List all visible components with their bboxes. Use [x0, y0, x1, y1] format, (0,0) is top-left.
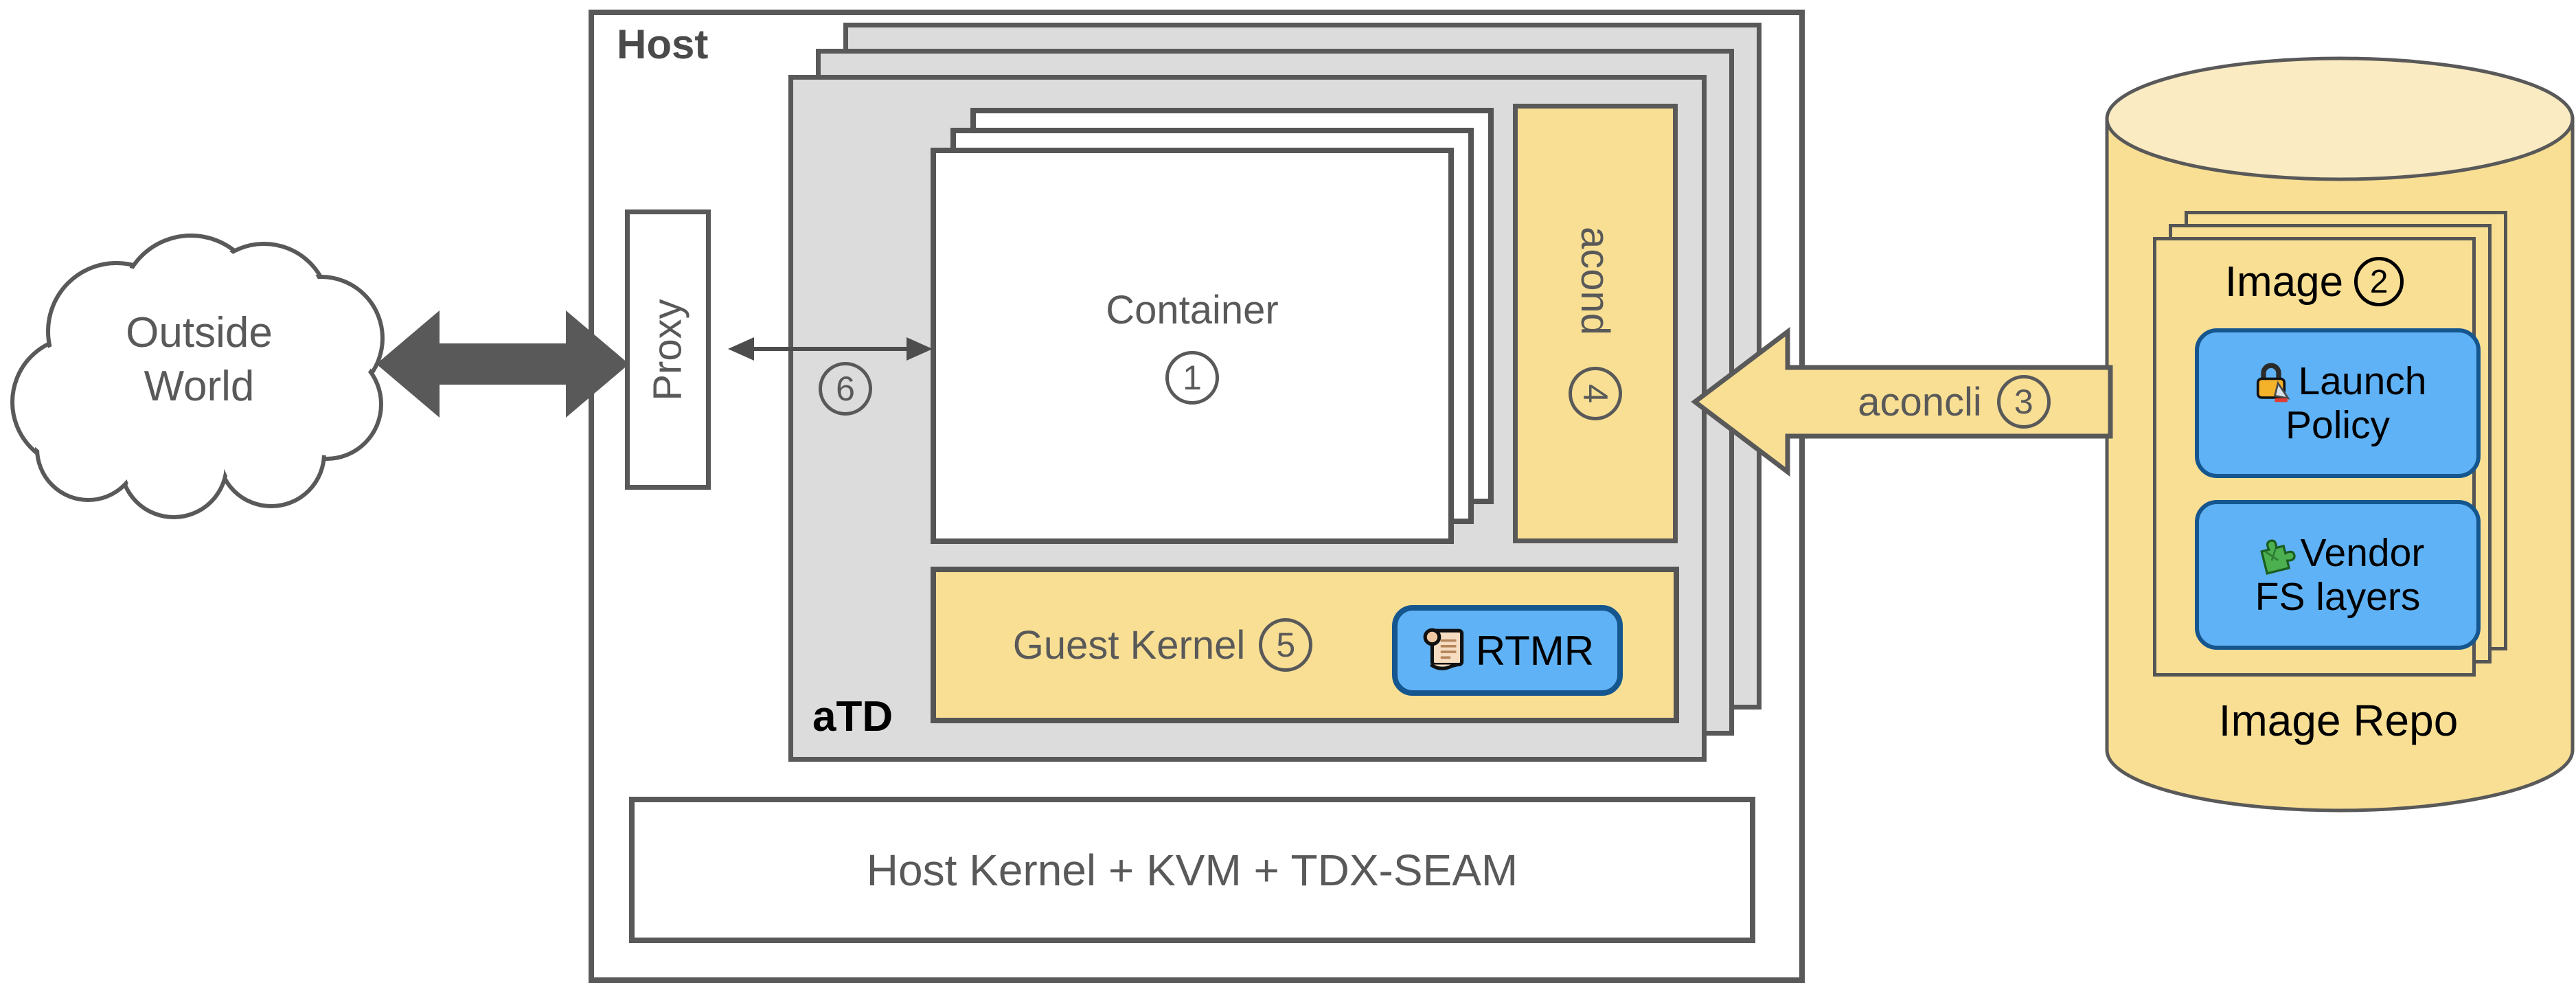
launch-policy-line2: Policy: [2285, 403, 2391, 448]
step-1-circle: 1: [1165, 351, 1219, 405]
launch-policy-chip: Launch Policy: [2195, 328, 2481, 478]
arrow-left-head: [728, 337, 754, 361]
arrow-left-head: [376, 310, 440, 418]
outside-world-line1: Outside: [126, 309, 273, 356]
container-label: Container: [1106, 288, 1279, 332]
aconcli-arrow-shape: [1691, 326, 2113, 477]
cloud-mask: [58, 308, 340, 466]
outside-world-cloud: Outside World: [10, 232, 388, 529]
launch-policy-row1: Launch: [2248, 359, 2427, 405]
aconcli-arrow: aconcli 3: [1688, 325, 2117, 479]
step-4-number: 4: [1576, 384, 1615, 403]
lock-with-pen-icon: [2257, 363, 2291, 402]
step-3-circle: 3: [1996, 375, 2051, 429]
arrow-right-head: [907, 337, 933, 361]
rtmr-chip: RTMR: [1392, 605, 1623, 696]
vendor-fs-chip: Vendor FS layers: [2195, 500, 2481, 650]
aconcli-label: aconcli: [1858, 379, 1982, 424]
guest-kernel-label: Guest Kernel: [1012, 622, 1246, 668]
outside-world-label: Outside World: [10, 306, 388, 413]
step-2-circle: 2: [2354, 257, 2404, 306]
host-label: Host: [617, 21, 709, 67]
step-5-circle: 5: [1259, 618, 1313, 672]
host-kernel-label: Host Kernel + KVM + TDX-SEAM: [866, 845, 1518, 895]
vendor-fs-line1: Vendor: [2300, 531, 2425, 576]
proxy-box: Proxy: [625, 209, 711, 490]
proxy-container-arrow: [728, 334, 933, 364]
step-4-circle: 4: [1569, 367, 1622, 421]
arrow-right-head: [566, 310, 629, 418]
outside-world-line2: World: [144, 362, 255, 410]
aconcli-label-row: aconcli 3: [1801, 369, 2107, 435]
step-2-number: 2: [2369, 263, 2389, 300]
acond-box: acond 4: [1513, 104, 1678, 543]
vendor-fs-row1: Vendor: [2251, 531, 2425, 576]
step-6-number: 6: [836, 370, 855, 408]
container-box: Container 1: [931, 148, 1454, 544]
proxy-label: Proxy: [646, 298, 691, 401]
guest-kernel-label-row: Guest Kernel 5: [936, 572, 1389, 718]
image-card-title-row: Image 2: [2156, 257, 2472, 306]
image-repo-label: Image Repo: [2218, 696, 2459, 745]
acond-inner: acond 4: [1569, 226, 1622, 421]
launch-policy-line1: Launch: [2298, 359, 2427, 404]
puzzle-icon: [2259, 539, 2296, 576]
acond-label: acond: [1573, 226, 1618, 336]
arrow-shaft: [435, 343, 570, 385]
image-card: Image 2 Launch Policy: [2153, 237, 2481, 677]
scroll-icon: [1423, 628, 1464, 670]
host-kernel-box: Host Kernel + KVM + TDX-SEAM: [629, 797, 1755, 943]
step-5-number: 5: [1276, 626, 1296, 664]
step-3-number: 3: [2014, 383, 2033, 421]
atd-label: aTD: [812, 693, 893, 740]
guest-kernel-box: Guest Kernel 5 RTMR: [931, 567, 1679, 723]
cloud-to-proxy-arrow: [376, 310, 629, 418]
vendor-fs-line2: FS layers: [2255, 575, 2421, 620]
rtmr-label: RTMR: [1475, 627, 1595, 674]
arrow-shaft: [751, 347, 909, 351]
step-6-circle: 6: [819, 362, 872, 416]
step-1-number: 1: [1183, 359, 1202, 397]
image-card-title: Image: [2224, 258, 2344, 306]
